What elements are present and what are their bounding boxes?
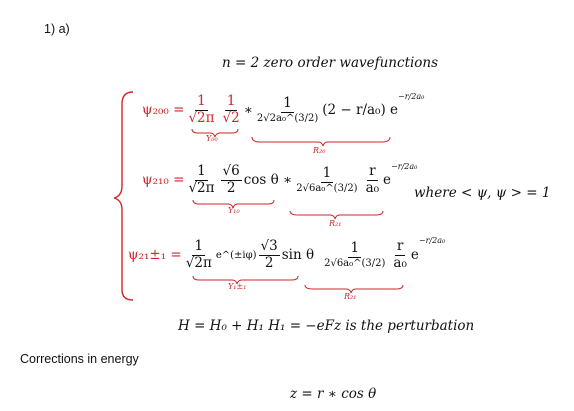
psi210-exponent: −r/2a₀	[391, 162, 418, 171]
psi21pm1-r-label: R₂₁	[344, 292, 357, 301]
psi21pm1-phase: e^(±iφ)	[215, 249, 257, 261]
hamiltonian-line: H = H₀ + H₁ H₁ = −eFz is the perturbatio…	[178, 318, 475, 334]
psi200-lhs: ψ₂₀₀ =	[142, 102, 185, 118]
psi210-frac1: 1√2π	[188, 162, 215, 196]
psi200-y-label: Y₀₀	[206, 134, 218, 143]
psi210-exp-base: e	[383, 172, 392, 188]
psi21pm1-trig: sin θ	[281, 247, 315, 263]
psi200-body: (2 − r/a₀) e	[322, 102, 399, 118]
psi200-times: ∗	[243, 102, 253, 118]
psi210-r-label: R₂₁	[329, 219, 342, 228]
section-title: n = 2 zero order wavefunctions	[222, 55, 439, 71]
corrections-heading: Corrections in energy	[20, 352, 139, 366]
psi200-frac1: 1√2π	[188, 92, 215, 126]
psi210-trig: cos θ ∗	[243, 172, 293, 188]
psi210-y-label: Y₁₀	[228, 206, 240, 215]
psi21pm1-exp-base: e	[410, 247, 419, 263]
psi21pm1-exponent: −r/2a₀	[418, 236, 446, 245]
psi21pm1-lhs: ψ₂₁±₁ =	[128, 247, 182, 263]
psi21pm1-y-label: Y₁±₁	[228, 282, 247, 291]
psi200-exponent: −r/2a₀	[398, 92, 425, 101]
z-relation: z = r ∗ cos θ	[290, 386, 377, 402]
problem-number: 1) a)	[44, 22, 70, 36]
psi21pm1-frac1: 1√2π	[185, 237, 212, 271]
psi200-frac2: 1√2	[222, 92, 240, 126]
psi200-r-label: R₂₀	[313, 146, 326, 155]
normalization-note: where < ψ, ψ > = 1	[414, 185, 551, 201]
psi210-lhs: ψ₂₁₀ =	[142, 172, 185, 188]
